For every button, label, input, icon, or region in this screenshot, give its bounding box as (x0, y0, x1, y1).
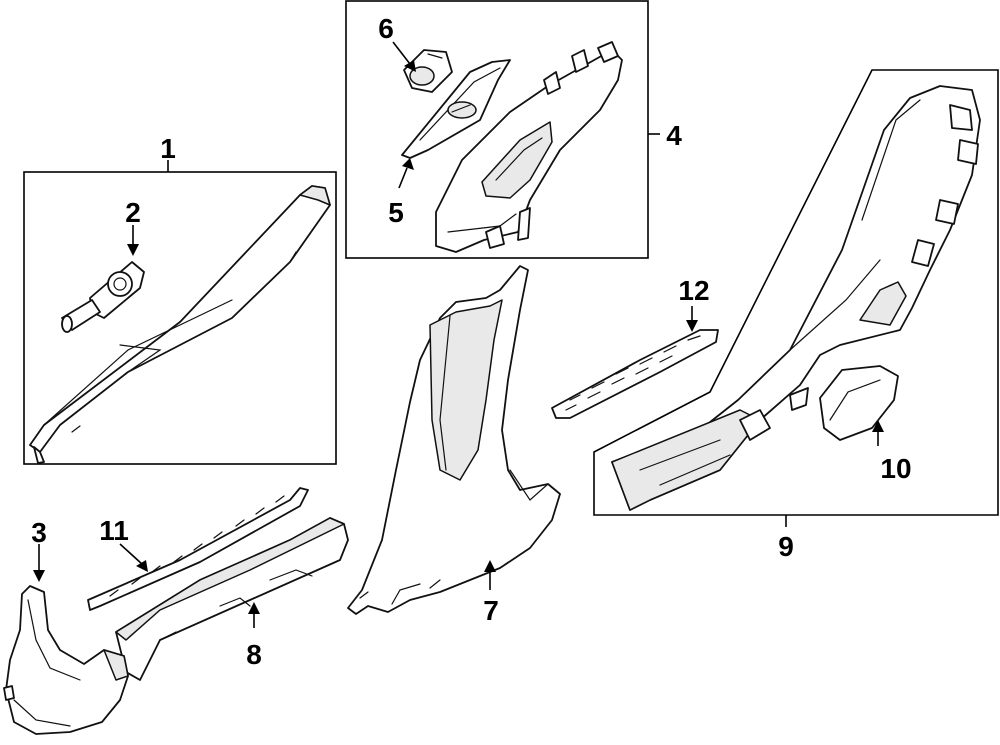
group-box-4 (345, 0, 649, 259)
part-12-foam-strip (551, 329, 719, 419)
callout-5: 5 (388, 197, 404, 228)
part-1-a-pillar-trim (29, 185, 331, 464)
callout-2: 2 (125, 197, 141, 228)
leader-lines (33, 41, 884, 628)
part-10-cap (819, 365, 899, 441)
part-5-pillar-cover (401, 59, 511, 159)
part-6-clip (403, 49, 453, 93)
part-2-clip (61, 261, 145, 333)
callout-9: 9 (778, 531, 794, 562)
callout-7: 7 (483, 595, 499, 626)
group-box-9 (593, 69, 999, 516)
part-9-quarter-trim (611, 85, 981, 511)
callout-12: 12 (678, 275, 709, 306)
callout-1: 1 (160, 133, 176, 164)
part-11-foam-strip (87, 487, 309, 611)
callout-6: 6 (378, 13, 394, 44)
callout-8: 8 (246, 639, 262, 670)
part-4-b-pillar-upper-trim (435, 41, 623, 253)
part-8-sill-plate (115, 517, 349, 681)
part-3-kick-panel (3, 585, 129, 735)
callout-4: 4 (666, 120, 682, 151)
callout-10: 10 (880, 453, 911, 484)
part-7-b-pillar-lower-trim (347, 265, 561, 615)
callout-3: 3 (31, 517, 47, 548)
callout-11: 11 (99, 515, 129, 546)
group-box-1 (23, 171, 337, 465)
